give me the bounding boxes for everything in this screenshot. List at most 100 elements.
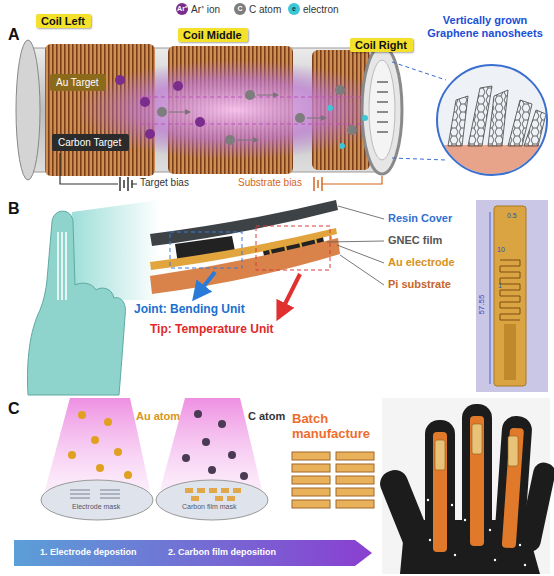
node-text: Au Target — [56, 77, 100, 88]
sputter-chamber — [362, 46, 402, 174]
process-arrow — [14, 540, 372, 566]
deposition-steps — [91, 436, 99, 444]
magnified-view — [430, 86, 554, 185]
batch-sensors — [336, 476, 374, 484]
sputter-chamber — [16, 40, 40, 180]
layer-label: Pi substrate — [388, 278, 451, 291]
bias-wires — [322, 176, 382, 184]
particles — [327, 105, 333, 111]
glove-photo — [454, 554, 456, 556]
ruler-number: 0.5 — [507, 212, 517, 220]
glove-hand — [57, 232, 59, 300]
magnified-view — [430, 145, 554, 185]
magnified-view — [437, 65, 547, 175]
particles — [339, 143, 345, 149]
glove-hand — [61, 232, 63, 300]
particles — [327, 105, 368, 149]
glove-photo — [427, 499, 526, 566]
mask-label: Electrode mask — [72, 503, 120, 511]
glove-photo — [451, 504, 453, 506]
deposition-steps — [194, 410, 202, 418]
glove-photo — [494, 559, 496, 561]
sensor-layers — [197, 272, 215, 295]
sensor-layers — [150, 200, 340, 314]
particles — [157, 85, 357, 145]
glove-photo — [517, 461, 554, 554]
unit-label: Tip: Temperature Unit — [150, 323, 274, 337]
glove-photo — [502, 428, 524, 549]
sputter-chamber — [377, 121, 388, 123]
particles — [347, 125, 357, 135]
sensor-photo — [476, 200, 548, 392]
glove-hand — [28, 211, 126, 395]
particles — [257, 95, 278, 96]
particles — [169, 112, 190, 113]
bias-wires — [123, 180, 125, 188]
batch-sensors — [336, 452, 374, 460]
target-plate: Au Target — [50, 74, 106, 91]
batch-sensors — [336, 500, 374, 508]
bias-label: Target bias — [140, 177, 189, 189]
glove-photo — [429, 539, 431, 541]
magnified-view — [448, 96, 468, 146]
sputter-chamber — [377, 91, 388, 93]
sputter-chamber — [16, 40, 402, 180]
particles — [173, 81, 183, 91]
deposition-steps — [68, 451, 76, 459]
callout-title: Vertically grown Graphene nanosheets — [418, 14, 552, 39]
deposition-steps — [182, 454, 190, 462]
node-text: Carbon Target — [58, 137, 123, 148]
deposition-steps — [70, 497, 90, 498]
sensor-photo — [500, 260, 520, 320]
sensor-photo — [476, 200, 548, 392]
sputter-chamber — [377, 131, 388, 133]
glove-photo — [464, 519, 466, 521]
ruler-number: 10 — [497, 246, 505, 254]
batch-sensors — [336, 488, 374, 496]
batch-sensors — [292, 452, 330, 460]
node-text: Coil Middle — [183, 29, 243, 41]
layer-label: GNEC film — [388, 234, 442, 247]
layer-label: Resin Cover — [388, 212, 452, 225]
deposition-steps — [185, 488, 241, 501]
leader-lines — [327, 206, 384, 285]
leader-lines — [338, 206, 384, 219]
particles — [115, 75, 368, 149]
deposition-steps — [218, 420, 226, 428]
legend-text: Ar⁺ ion — [191, 4, 220, 16]
node-text: Coil Left — [41, 15, 86, 27]
deposition-steps — [78, 411, 86, 419]
magnified-view — [468, 86, 492, 146]
glove-photo — [425, 420, 455, 560]
deposition-steps — [100, 493, 120, 494]
sensor-photo — [504, 324, 516, 380]
batch-sensors — [292, 464, 330, 472]
deposition-steps — [68, 411, 132, 479]
glove-photo — [462, 404, 492, 554]
atom-label: C atom — [248, 410, 285, 423]
deposition-steps — [197, 488, 205, 493]
glove-photo — [470, 416, 484, 546]
deposition-steps — [182, 410, 248, 480]
deposition-steps — [221, 488, 229, 493]
particles — [245, 90, 255, 100]
deposition-steps — [41, 480, 153, 520]
panel-letter: A — [8, 26, 20, 44]
deposition-steps — [124, 471, 132, 479]
magnified-view — [392, 62, 554, 185]
deposition-steps — [70, 493, 90, 494]
glove-photo — [519, 544, 521, 546]
coil-label: Coil Right — [350, 38, 413, 52]
glove-photo — [433, 432, 447, 552]
particles — [115, 75, 125, 85]
sputter-chamber — [369, 60, 395, 160]
deposition-steps — [70, 489, 90, 490]
leader-lines — [340, 255, 384, 285]
bias-wires — [119, 177, 121, 191]
legend-text: C atom — [249, 4, 281, 16]
glove-hand — [65, 232, 67, 300]
legend-icon-letter: Ar⁺ — [176, 3, 188, 15]
glove-hand — [28, 200, 161, 395]
step-label: 2. Carbon film deposition — [168, 547, 276, 557]
